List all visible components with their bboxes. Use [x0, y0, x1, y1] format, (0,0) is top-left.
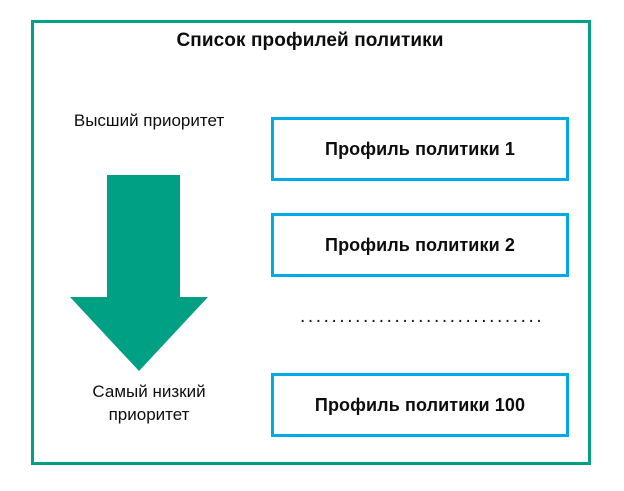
- policy-profile-box-100[interactable]: Профиль политики 100: [271, 373, 569, 437]
- policy-profile-label: Профиль политики 2: [325, 234, 515, 255]
- arrow-down-icon: [70, 175, 208, 371]
- highest-priority-label: Высший приоритет: [73, 111, 225, 130]
- lowest-priority-label: Самый низкий приоритет: [38, 381, 260, 427]
- lowest-priority-label-line2: приоритет: [108, 404, 190, 424]
- policy-profile-box-2[interactable]: Профиль политики 2: [271, 213, 569, 277]
- ellipsis-separator: .......................................: [300, 307, 540, 327]
- policy-profile-box-1[interactable]: Профиль политики 1: [271, 117, 569, 181]
- page-title: Список профилей политики: [176, 30, 444, 51]
- lowest-priority-label-line1: Самый низкий: [92, 382, 206, 401]
- policy-profile-label: Профиль политики 1: [325, 138, 515, 159]
- policy-profile-label: Профиль политики 100: [314, 394, 526, 415]
